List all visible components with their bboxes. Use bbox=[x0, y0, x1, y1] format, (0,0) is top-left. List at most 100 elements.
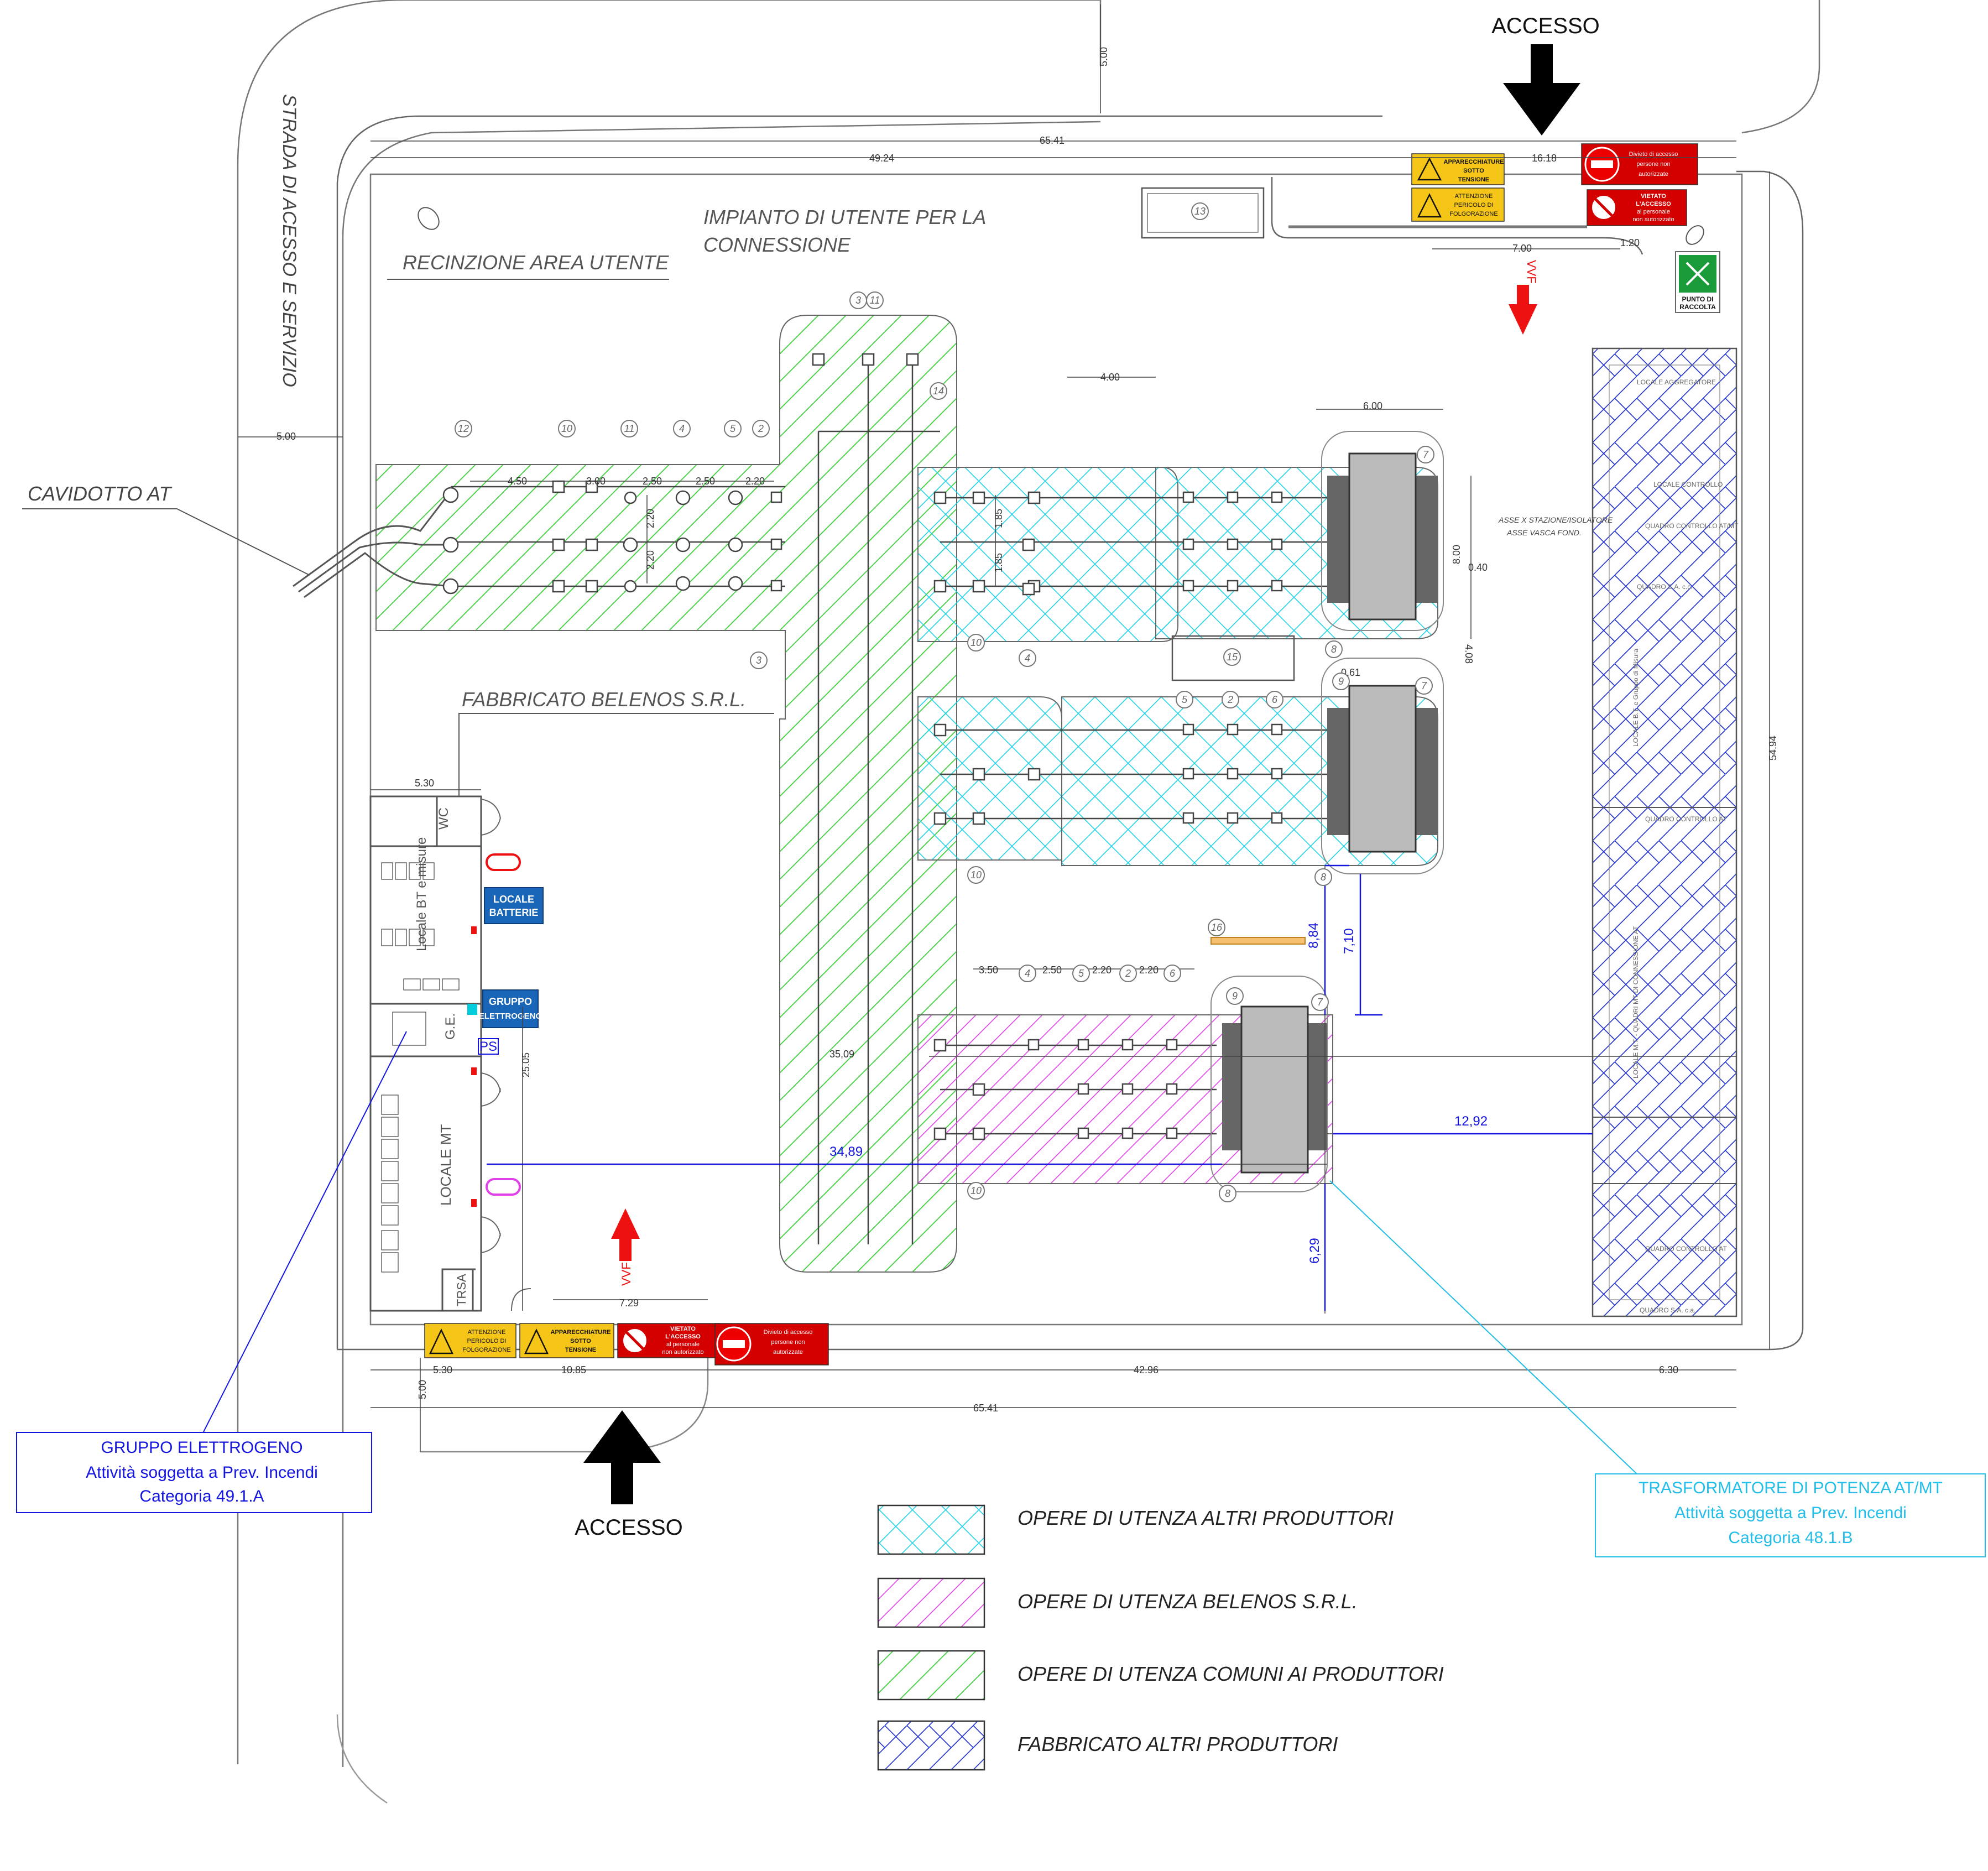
gruppo-elettrogeno-sign: GRUPPO ELETTROGENO bbox=[479, 989, 542, 1028]
marker-number-m3b: 3 bbox=[756, 655, 761, 666]
top-sign1-l2: SOTTO bbox=[1463, 168, 1484, 174]
ps-label: PS bbox=[479, 1039, 497, 1054]
marker-number-m10c: 10 bbox=[970, 869, 982, 880]
transformer-2 bbox=[1321, 658, 1444, 874]
blue-dimension-texts: 34,89 12,92 8,84 7,10 6,29 bbox=[829, 923, 1488, 1264]
marker-circle-m2b bbox=[1222, 691, 1239, 708]
trasf-callout-line3: Categoria 48.1.B bbox=[1728, 1529, 1853, 1547]
marker-number-m8b: 8 bbox=[1321, 872, 1326, 883]
gruppo-sign-line1: GRUPPO bbox=[489, 996, 532, 1007]
marker-number-m10d: 10 bbox=[970, 1185, 982, 1196]
legend-label-3: FABBRICATO ALTRI PRODUTTORI bbox=[1018, 1733, 1338, 1755]
marker-circle-m14 bbox=[930, 382, 947, 400]
dim-8-00: 8.00 bbox=[1451, 545, 1462, 564]
legend-swatch-navy bbox=[877, 1720, 985, 1771]
marker-circle-m5c bbox=[1072, 965, 1090, 982]
dim-35-09: 35,09 bbox=[829, 1049, 854, 1060]
top-warning-signs: APPARECCHIATURE SOTTO TENSIONE ATTENZION… bbox=[1411, 143, 1720, 313]
extinguishers bbox=[467, 853, 521, 1207]
dim-0-40: 0.40 bbox=[1468, 562, 1488, 573]
dim-12-92: 12,92 bbox=[1454, 1114, 1488, 1129]
marker-number-m8c: 8 bbox=[1225, 1188, 1230, 1199]
legend-swatch-cyan bbox=[877, 1504, 985, 1555]
marker-number-m4b: 4 bbox=[1025, 653, 1030, 664]
top-sign1-l1: APPARECCHIATURE bbox=[1444, 159, 1504, 165]
dim-2-50c: 2.50 bbox=[1042, 965, 1062, 976]
marker-number-m13: 13 bbox=[1194, 206, 1206, 217]
marker-number-m2b: 2 bbox=[1227, 694, 1233, 705]
top-vietato-l4: non autorizzato bbox=[1632, 216, 1674, 223]
marker-number-m4a: 4 bbox=[679, 423, 685, 434]
top-vietato-l1: VIETATO bbox=[1641, 193, 1666, 200]
dim-5-00-b: 5.00 bbox=[276, 431, 296, 442]
marker-number-m2c: 2 bbox=[1125, 968, 1131, 979]
ge-label: G.E. bbox=[443, 1013, 458, 1040]
dim-4-08: 4.08 bbox=[1463, 644, 1474, 664]
dim-34-89: 34,89 bbox=[829, 1144, 863, 1159]
marker-number-m12: 12 bbox=[458, 423, 469, 434]
bot-sign2-l3: TENSIONE bbox=[565, 1347, 596, 1353]
marker-circle-m5a bbox=[724, 420, 742, 437]
bot-noentry-l2: persone non bbox=[771, 1339, 805, 1346]
access-bottom-label: ACCESSO bbox=[575, 1515, 683, 1540]
marker-number-m2a: 2 bbox=[758, 423, 764, 434]
top-access-path bbox=[1271, 177, 1643, 255]
dim-5-00-c: 5.00 bbox=[417, 1380, 428, 1399]
trasf-callout-line2: Attività soggetta a Prev. Incendi bbox=[1674, 1504, 1907, 1522]
marker-number-m7b: 7 bbox=[1421, 680, 1427, 691]
dim-2-50b: 2.50 bbox=[696, 476, 715, 487]
trasformatore-callout: TRASFORMATORE DI POTENZA AT/MT Attività … bbox=[1329, 1180, 1986, 1557]
trasf-callout-title: TRASFORMATORE DI POTENZA AT/MT bbox=[1639, 1479, 1943, 1497]
marker-number-m5b: 5 bbox=[1182, 694, 1188, 705]
legend-label-1: OPERE DI UTENZA BELENOS S.R.L. bbox=[1018, 1590, 1358, 1613]
gruppo-sign-line2: ELETTROGENO bbox=[479, 1012, 542, 1021]
bot-vietato-l2: L'ACCESSO bbox=[665, 1333, 701, 1340]
marker-number-m7a: 7 bbox=[1423, 449, 1429, 460]
impianto-label-1: IMPIANTO DI UTENTE PER LA bbox=[703, 206, 986, 228]
dim-1-20: 1.20 bbox=[1620, 237, 1640, 248]
bot-vietato-l3: al personale bbox=[666, 1341, 700, 1348]
dim-65-41-top: 65.41 bbox=[1040, 135, 1065, 146]
bot-sign1-l3: FOLGORAZIONE bbox=[462, 1347, 510, 1353]
marker-number-m5c: 5 bbox=[1078, 968, 1084, 979]
dim-7-10: 7,10 bbox=[1342, 928, 1356, 954]
dim-6-00: 6.00 bbox=[1363, 400, 1382, 411]
fabbricato-leader bbox=[458, 713, 774, 796]
locale-mt-label: LOCALE MT bbox=[437, 1124, 454, 1206]
access-arrow-bottom bbox=[583, 1410, 661, 1504]
ps-box bbox=[478, 1038, 499, 1055]
marker-circle-m4b bbox=[1019, 649, 1036, 667]
marker-circle-m7b bbox=[1415, 677, 1433, 695]
locale-batterie-sign: LOCALE BATTERIE bbox=[484, 887, 544, 924]
asse-label-1: ASSE X STAZIONE/ISOLATORE bbox=[1498, 515, 1613, 524]
legend-swatch-magenta bbox=[877, 1577, 985, 1628]
marker-circle-m10d bbox=[967, 1182, 985, 1200]
box-13-inner bbox=[1147, 193, 1259, 233]
bot-vietato-l1: VIETATO bbox=[670, 1326, 696, 1332]
top-sign2-l3: FOLGORAZIONE bbox=[1449, 211, 1497, 217]
marker-circle-m10b bbox=[967, 634, 985, 652]
punto-l2: RACCOLTA bbox=[1679, 303, 1716, 311]
transformer-3-belenos bbox=[1210, 976, 1328, 1192]
impianto-label-2: CONNESSIONE bbox=[703, 233, 851, 256]
dim-3-50: 3.50 bbox=[979, 965, 998, 976]
marker-circle-m15 bbox=[1223, 648, 1241, 666]
asse-label-2: ASSE VASCA FOND. bbox=[1506, 528, 1582, 537]
room-r3: QUADRO CONTROLLO AT/MT bbox=[1645, 522, 1739, 530]
top-vietato-l3: al personale bbox=[1637, 209, 1670, 215]
dim-49-24: 49.24 bbox=[869, 153, 894, 164]
top-sign1-l3: TENSIONE bbox=[1458, 176, 1489, 183]
marker-circle-m12 bbox=[455, 420, 472, 437]
marker-circle-m9b bbox=[1226, 987, 1244, 1005]
marker-circle-m2a bbox=[752, 420, 770, 437]
building-panels bbox=[381, 862, 460, 1273]
dim-25-05: 25.05 bbox=[520, 1052, 531, 1077]
gruppo-callout-line2: Attività soggetta a Prev. Incendi bbox=[86, 1463, 318, 1482]
bot-sign1-l2: PERICOLO DI bbox=[467, 1338, 507, 1344]
top-vietato-l2: L'ACCESSO bbox=[1636, 201, 1671, 207]
locale-bt-label: Locale BT e misure bbox=[414, 837, 429, 951]
fabbricato-label: FABBRICATO BELENOS S.R.L. bbox=[462, 688, 746, 711]
marker-circle-m7c bbox=[1311, 993, 1329, 1011]
marker-number-m4c: 4 bbox=[1025, 968, 1030, 979]
